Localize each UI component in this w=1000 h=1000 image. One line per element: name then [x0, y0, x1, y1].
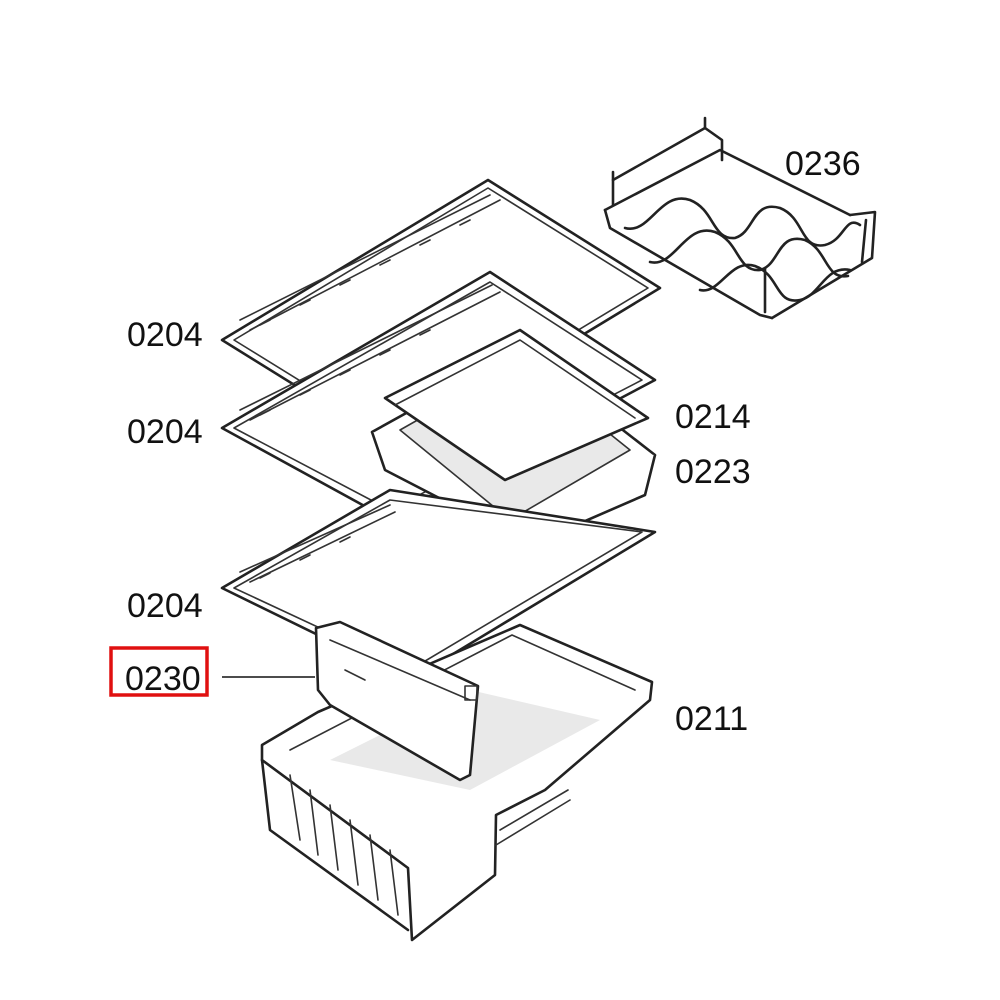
label-wine-rack: 0236	[785, 145, 861, 183]
divider-drawing	[314, 620, 480, 782]
label-small-drawer: 0223	[675, 453, 751, 491]
label-shelf-bottom: 0204	[127, 587, 203, 625]
label-drawer-lid: 0214	[675, 398, 751, 436]
highlight-box	[109, 646, 209, 697]
small-drawer-drawing	[370, 328, 657, 547]
wine-rack-drawing	[603, 116, 877, 320]
label-shelf-top: 0204	[127, 316, 203, 354]
label-crisper-drawer: 0211	[675, 700, 748, 738]
label-divider: 0230	[125, 660, 201, 698]
label-shelf-middle: 0204	[127, 413, 203, 451]
